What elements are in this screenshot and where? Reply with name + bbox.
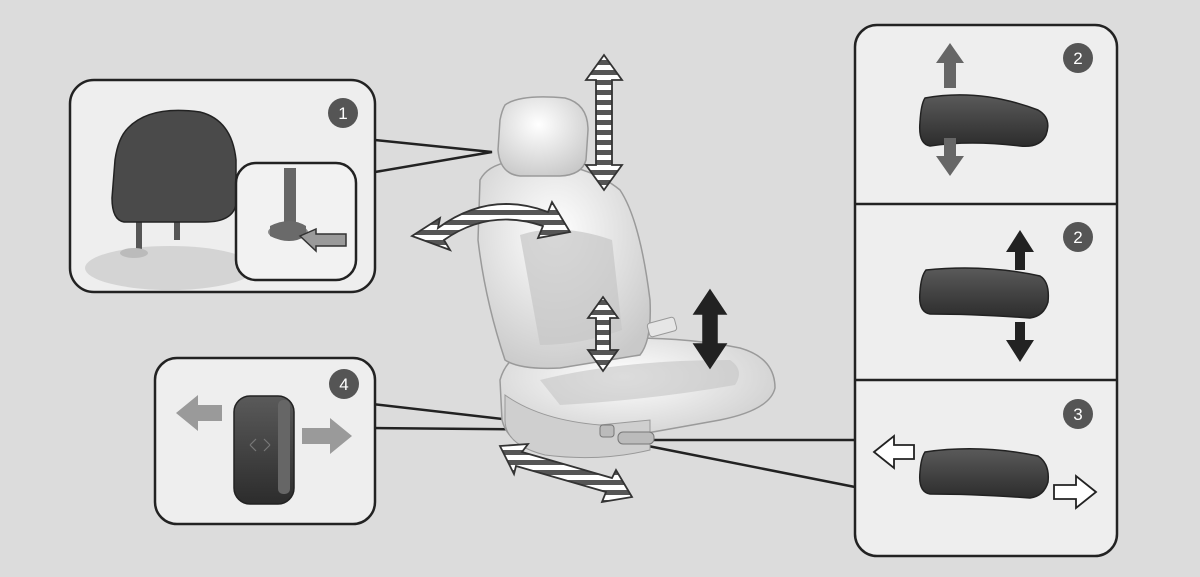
- recline-switch-panel: 2: [918, 43, 1093, 176]
- svg-text:1: 1: [338, 104, 347, 123]
- up-arrow-icon: [1006, 230, 1034, 270]
- seat-icon: [477, 96, 776, 459]
- slide-arrow-icon: [498, 442, 634, 504]
- up-arrow-icon: [936, 43, 964, 88]
- svg-text:2: 2: [1073, 228, 1082, 247]
- right-panel-stack: 2 2: [853, 23, 1119, 558]
- leader-line-headrest: [374, 138, 493, 174]
- press-arrow-icon: [298, 227, 347, 253]
- switch-icon: [918, 94, 1049, 148]
- switch-icon: [233, 395, 295, 505]
- svg-text:3: 3: [1073, 405, 1082, 424]
- release-button-icon: [234, 161, 358, 282]
- switch-icon: [918, 267, 1050, 319]
- callout-badge-1: 1: [328, 98, 358, 128]
- headrest-panel: 1: [68, 78, 377, 294]
- headrest-icon: [85, 109, 255, 290]
- left-arrow-icon: [872, 434, 915, 470]
- callout-badge-2a: 2: [1063, 43, 1093, 73]
- recline-arrow-icon: [409, 199, 572, 252]
- side-switch-panel: 4: [153, 356, 377, 526]
- right-arrow-icon: [302, 418, 352, 454]
- slide-switch-panel: 3: [872, 399, 1098, 510]
- cushion-tilt-arrow-icon: [692, 288, 728, 370]
- height-switch-panel: 2: [918, 222, 1093, 362]
- callout-badge-4: 4: [329, 369, 359, 399]
- down-arrow-icon: [936, 138, 964, 176]
- switch-icon: [918, 448, 1050, 499]
- right-arrow-icon: [1053, 474, 1098, 510]
- down-arrow-icon: [1006, 322, 1034, 362]
- svg-text:4: 4: [339, 375, 348, 394]
- callout-badge-2b: 2: [1063, 222, 1093, 252]
- callout-badge-3: 3: [1063, 399, 1093, 429]
- motion-arrows: [409, 53, 728, 504]
- svg-text:2: 2: [1073, 49, 1082, 68]
- cushion-height-arrow-icon: [586, 295, 620, 373]
- up-down-arrow-icon: [584, 53, 624, 192]
- leader-line-fore-aft-panel: [647, 444, 861, 490]
- left-arrow-icon: [176, 395, 222, 431]
